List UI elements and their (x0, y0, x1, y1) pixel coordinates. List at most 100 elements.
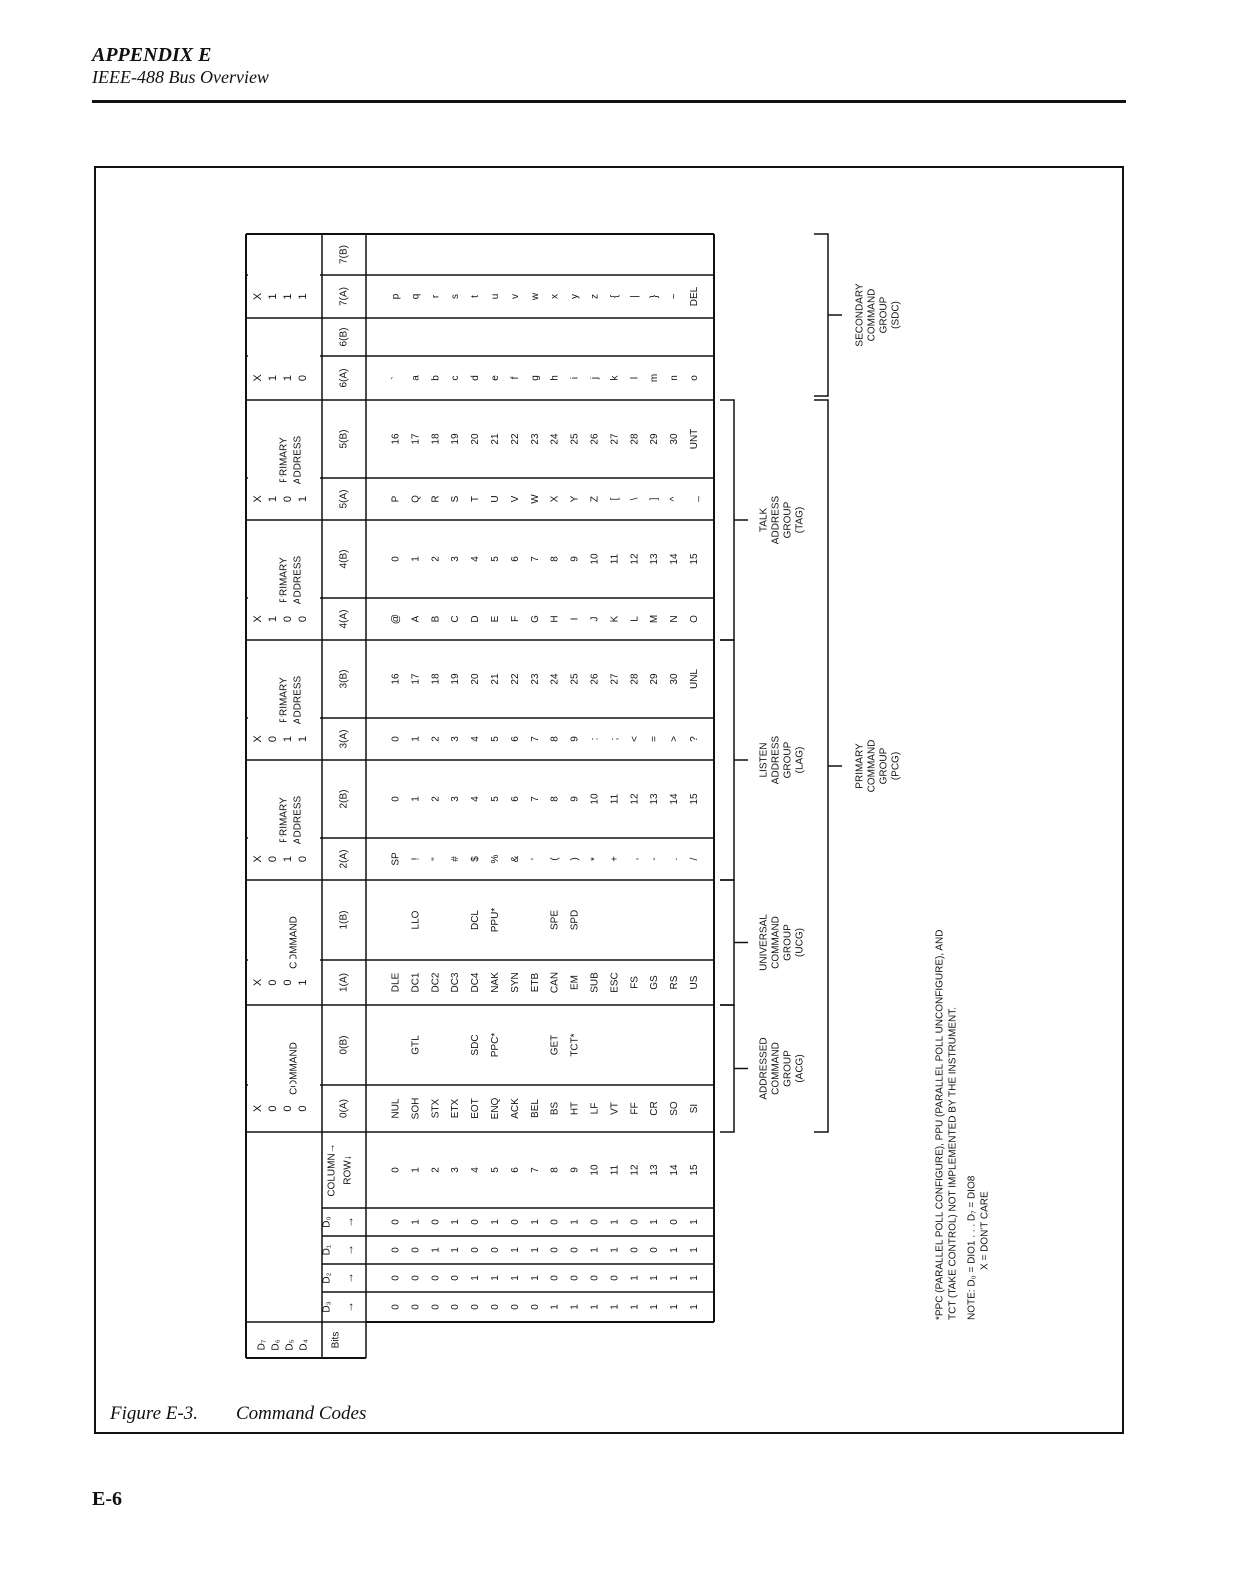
row-number: 13 (649, 1164, 660, 1176)
bit-value: 0 (629, 1247, 640, 1253)
column-head-bit: 1 (297, 736, 309, 742)
column-head-label: PRIMARY (279, 797, 290, 843)
table-cell: 7 (530, 736, 541, 742)
bit-label: D₄ (299, 1339, 310, 1350)
lag-bracket (720, 639, 748, 881)
table-cell: 14 (669, 793, 680, 805)
note-line: TCT (TAKE CONTROL) NOT IMPLEMENTED BY TH… (948, 1007, 959, 1320)
bit-value: 1 (430, 1247, 441, 1253)
bit-arrow-icon: → (342, 1216, 356, 1228)
table-cell: [ (609, 497, 620, 500)
column-head-label: ADDRESS (293, 556, 304, 605)
table-cell: FS (629, 976, 640, 989)
bit-value: 0 (430, 1275, 441, 1281)
row-number: 7 (530, 1167, 541, 1173)
note-line: NOTE: D₀ = DIO1 . . . D₇ = DIO8 (967, 1175, 978, 1320)
table-cell: 22 (510, 433, 521, 445)
column-code: 3(B) (339, 670, 350, 689)
table-cell: ` (390, 376, 402, 379)
row-number: 2 (430, 1167, 441, 1173)
table-cell: ; (609, 738, 620, 741)
table-cell: 4 (470, 556, 481, 562)
column-code: 4(A) (339, 610, 350, 629)
appendix-subtitle: IEEE-488 Bus Overview (92, 67, 269, 87)
row-number: 9 (570, 1167, 581, 1173)
bit-value: 0 (470, 1247, 481, 1253)
table-cell: u (490, 294, 501, 300)
table-cell: ! (410, 858, 421, 861)
bit-value: 1 (450, 1247, 461, 1253)
bit-value: 0 (490, 1304, 501, 1310)
tag-label: GROUP (783, 501, 794, 538)
column-head-bit: 0 (297, 375, 309, 381)
bit-value: 0 (609, 1275, 620, 1281)
table-cell: d (470, 375, 481, 381)
table-cell: 12 (629, 553, 640, 565)
bit-column-label: D₂ (322, 1272, 333, 1283)
bit-value: 0 (410, 1275, 421, 1281)
table-cell: R (430, 495, 441, 502)
bracket-line (720, 1004, 735, 1133)
table-cell: ? (689, 736, 700, 742)
table-cell: NAK (490, 972, 501, 993)
tag-label: (TAG) (795, 507, 806, 533)
row-number: 10 (590, 1164, 601, 1176)
bit-value: 0 (391, 1304, 402, 1310)
bracket-line (814, 233, 829, 397)
column-head-bit: 0 (297, 1105, 309, 1111)
column-head-bit: 1 (267, 375, 279, 381)
table-cell: 8 (550, 796, 561, 802)
table-cell: 7 (530, 556, 541, 562)
column-head-bit: 0 (267, 856, 279, 862)
bit-value: 0 (550, 1275, 561, 1281)
table-cell: B (430, 615, 441, 622)
table-cell: \ (629, 497, 640, 500)
table-cell: i (570, 377, 581, 379)
bit-arrow-icon: → (342, 1301, 356, 1313)
table-cell: 5 (490, 796, 501, 802)
table-cell: ^ (669, 496, 680, 501)
table-cell: c (450, 376, 461, 381)
table-cell: SI (689, 1104, 700, 1113)
ucg-bracket (720, 879, 748, 1006)
table-cell: 18 (430, 673, 441, 685)
bit-value: 0 (450, 1304, 461, 1310)
column-head-label: ADDRESS (293, 676, 304, 725)
table-cell: w (530, 292, 541, 301)
table-cell: T (470, 496, 481, 502)
figure-number: Figure E-3. (110, 1403, 198, 1424)
bit-value: 0 (410, 1247, 421, 1253)
ucg-label: (UCG) (795, 928, 806, 957)
table-cell: 8 (550, 736, 561, 742)
table-cell: t (470, 295, 481, 298)
sdc-label: (SDC) (891, 301, 902, 329)
table-cell: 1 (410, 796, 421, 802)
table-cell: 30 (669, 433, 680, 445)
table-cell: / (689, 857, 700, 860)
column-head-label: COMMAND (289, 916, 300, 969)
table-cell: BS (550, 1102, 561, 1116)
table-cell: SPD (570, 910, 581, 931)
table-cell: DCL (470, 910, 481, 930)
table-cell: SDC (470, 1034, 481, 1055)
table-cell: 5 (490, 556, 501, 562)
table-cell: SP (391, 852, 402, 866)
pcg-label: PRIMARY (855, 743, 866, 789)
table-cell: SOH (410, 1098, 421, 1120)
table-cell: o (689, 375, 700, 381)
table-cell: Q (410, 495, 421, 503)
bit-label: D₇ (257, 1339, 268, 1350)
table-cell: 28 (629, 433, 640, 445)
table-cell: e (490, 375, 501, 381)
table-cell: 27 (609, 433, 620, 445)
table-cell: { (609, 294, 620, 298)
row-number: 3 (450, 1167, 461, 1173)
column-head-label: PRIMARY (279, 437, 290, 483)
table-cell: q (410, 294, 421, 300)
table-cell: 6 (510, 556, 521, 562)
table-cell: 3 (450, 736, 461, 742)
column-code: 6(A) (339, 369, 350, 388)
table-cell: 11 (609, 553, 620, 564)
column-code: 2(A) (339, 850, 350, 869)
